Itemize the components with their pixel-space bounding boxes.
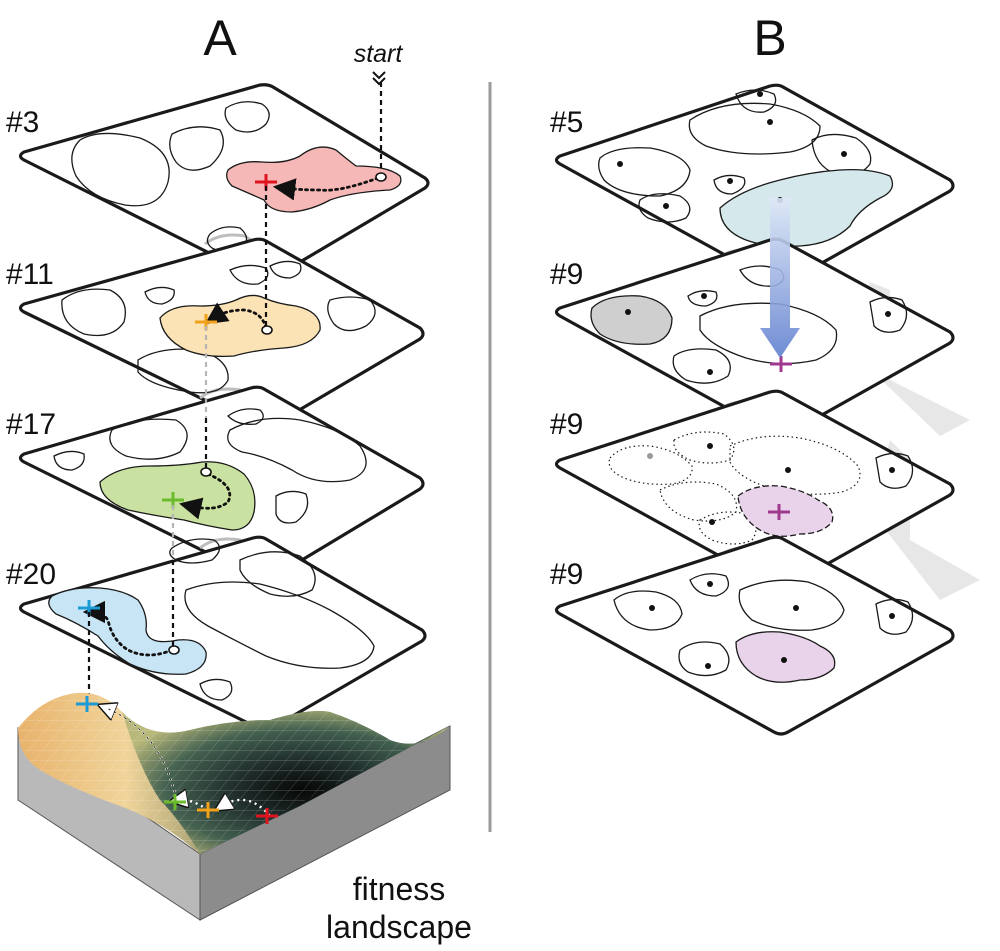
layer-1-highlight-region (226, 146, 402, 213)
start-label: start (354, 40, 404, 68)
panel-a-layer-2 (18, 237, 425, 430)
panel-b-layer-4 (554, 535, 955, 736)
panel-b-transition-arrow (760, 198, 800, 358)
panel-a-layer-3 (18, 385, 425, 582)
landscape-orange-cross-icon (197, 802, 219, 818)
landscape-green-cross-icon (164, 794, 186, 810)
panel-a-layer-1-label: #3 (6, 106, 39, 139)
start-chevron-icon (372, 71, 386, 86)
panel-b-layer-2-grey-region (590, 295, 673, 345)
panel-b-layer-3-purple-cross-icon (768, 504, 790, 520)
landscape-label-line2: landscape (326, 909, 472, 945)
panel-a-layer-1 (18, 83, 430, 282)
landscape-blue-cross-icon (76, 696, 98, 712)
panel-b-layer-3-label: #9 (550, 408, 583, 441)
panel-b-layer-1-label: #5 (550, 106, 583, 139)
panel-a-layer-2-label: #11 (6, 258, 54, 291)
layer-1-start-point (375, 172, 387, 182)
fitness-landscape (17, 692, 451, 921)
panel-a-layer-4-label: #20 (6, 558, 56, 591)
panel-b-layer-3 (554, 389, 955, 590)
panel-b-layer-2-purple-cross-icon (770, 356, 792, 372)
layer-3-highlight-region (99, 461, 256, 531)
panel-b-layer-4-label: #9 (550, 558, 583, 591)
landscape-label-line1: fitness (353, 871, 445, 907)
panel-b-layer-2-label: #9 (550, 258, 583, 291)
panel-b-layer-4-purple-region (735, 631, 836, 683)
panel-b-letter: B (753, 10, 786, 66)
panel-a-layer-3-label: #17 (6, 408, 56, 441)
panel-a-letter: A (203, 10, 237, 66)
landscape-red-cross-icon (256, 808, 278, 824)
panel-b-layer-1 (554, 83, 955, 286)
